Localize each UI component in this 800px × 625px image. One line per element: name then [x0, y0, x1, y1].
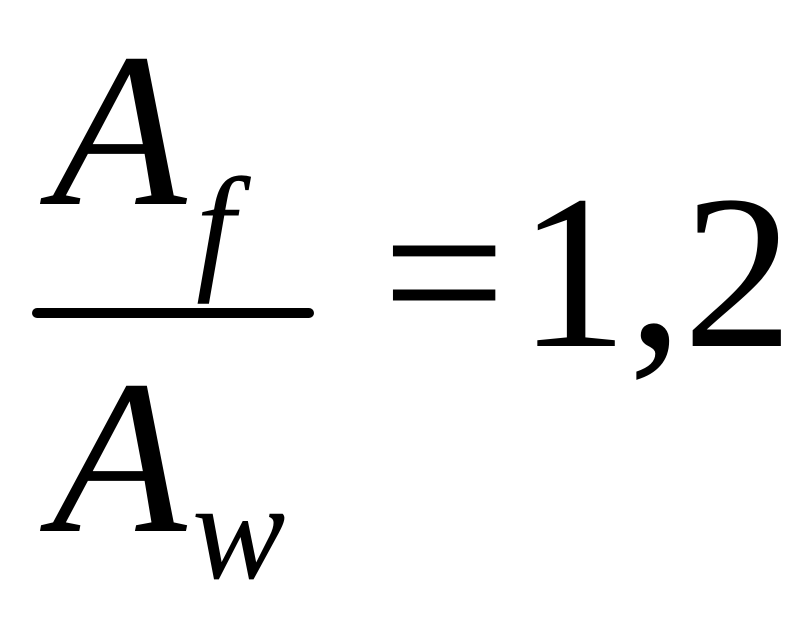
result-value: 1,2	[518, 150, 793, 394]
equals-sign: =	[382, 150, 507, 394]
fraction-bar	[32, 308, 314, 318]
numerator-subscript: f	[196, 150, 235, 305]
denominator-variable: A	[52, 335, 187, 579]
numerator-variable: A	[52, 8, 187, 252]
denominator-subscript: w	[192, 454, 286, 609]
